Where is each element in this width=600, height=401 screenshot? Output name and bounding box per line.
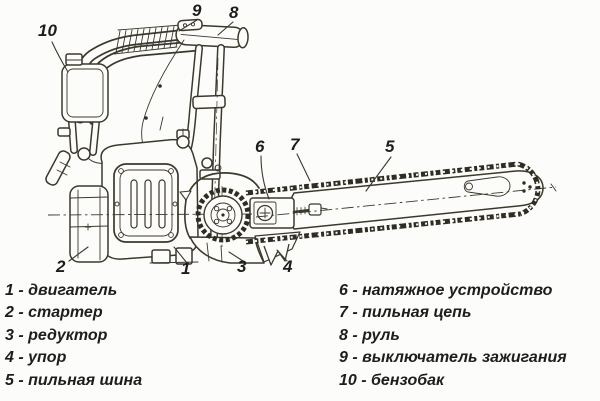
- screw: [168, 232, 174, 238]
- vent-slot: [130, 179, 138, 229]
- legend-item-4: 4 - упор: [5, 349, 67, 367]
- legend-item-9: 9 - выключатель зажигания: [339, 349, 567, 367]
- leader-3: [228, 251, 244, 262]
- leader-9: [178, 19, 198, 32]
- callout-number-7: 7: [290, 135, 301, 154]
- callout-number-4: 4: [282, 257, 293, 276]
- bar-centerline: [255, 186, 557, 218]
- fuel-petcock: [57, 127, 71, 137]
- starter-housing: [69, 185, 109, 263]
- callout-number-5: 5: [385, 137, 395, 156]
- legend-right-column: 6 - натяжное устройство 7 - пильная цепь…: [339, 280, 567, 392]
- legend-item-1: 1 - двигатель: [5, 282, 118, 299]
- callout-number-10: 10: [38, 21, 57, 40]
- legend-item-5: 5 - пильная шина: [5, 371, 143, 389]
- starter: [45, 150, 109, 263]
- rivet: [528, 185, 532, 189]
- callout-leaders: [51, 19, 392, 264]
- callout-number-9: 9: [192, 1, 202, 20]
- engine-centerline: [47, 213, 253, 216]
- vent-slot: [144, 179, 152, 229]
- leader-10: [51, 41, 69, 73]
- leader-1: [173, 246, 188, 264]
- guide-bar: [288, 170, 544, 230]
- screw: [118, 232, 124, 238]
- fuel-cap: [65, 53, 83, 66]
- nose-sprocket-slot: [463, 176, 511, 197]
- hub-bolt: [226, 205, 233, 212]
- leader-7: [296, 153, 311, 182]
- fuel-tank-body: [61, 63, 109, 123]
- vent-slot: [158, 179, 166, 229]
- engine: [100, 116, 199, 265]
- legend-item-10: 10 - бензобак: [339, 371, 445, 389]
- guide-bar-body: [288, 170, 544, 230]
- legend-left-column: 1 - двигатель 2 - стартер 3 - редуктор 4…: [5, 280, 142, 392]
- leader-5: [365, 156, 392, 192]
- spring-coil: [113, 24, 182, 55]
- hub-bolt: [213, 218, 220, 225]
- callout-number-1: 1: [181, 259, 190, 278]
- callout-number-8: 8: [229, 3, 239, 22]
- legend-item-2: 2 - стартер: [5, 304, 103, 322]
- callout-numbers: 10 9 8 6 7 5 2 1 3 4: [38, 1, 395, 278]
- legend-item-3: 3 - редуктор: [5, 326, 108, 344]
- callout-number-3: 3: [237, 257, 247, 276]
- leader-8: [217, 21, 234, 36]
- saw-chain: [245, 161, 541, 245]
- legend-item-7: 7 - пильная цепь: [339, 304, 472, 322]
- engine-mount: [175, 247, 193, 265]
- carburetor: [201, 157, 213, 169]
- chain-nose-arc: [517, 161, 541, 217]
- starter-handle: [45, 150, 71, 186]
- legend-item-6: 6 - натяжное устройство: [339, 282, 553, 299]
- rivet: [522, 181, 526, 185]
- leader-2: [68, 246, 89, 262]
- tube-clamp: [192, 94, 226, 110]
- callout-number-6: 6: [255, 137, 265, 156]
- leader-6: [260, 155, 270, 200]
- chainsaw-diagram: 10 9 8 6 7 5 2 1 3 4: [38, 1, 557, 278]
- screw: [114, 201, 120, 207]
- engine-mount: [151, 249, 171, 264]
- hub-bolt: [226, 218, 233, 225]
- callout-number-2: 2: [55, 257, 66, 276]
- screw: [118, 168, 124, 174]
- screw: [172, 201, 178, 207]
- hub-bolt: [213, 205, 220, 212]
- screw: [168, 168, 174, 174]
- drive-sprocket: [195, 187, 251, 243]
- clutch-guard: [179, 172, 260, 239]
- leader-4: [276, 249, 288, 262]
- legend-item-8: 8 - руль: [339, 326, 400, 344]
